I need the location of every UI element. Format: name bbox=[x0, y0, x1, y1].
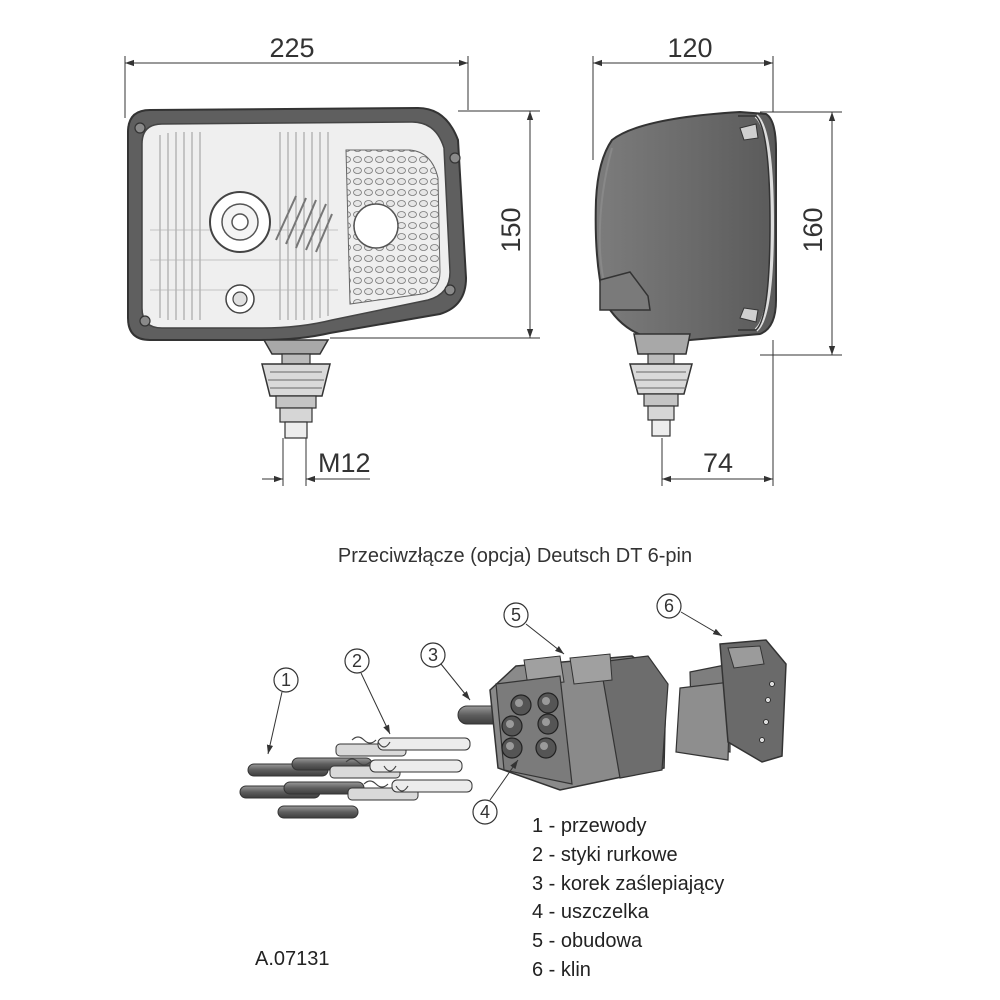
dimension-width-side: 120 bbox=[592, 33, 774, 160]
legend-item: 6 - klin bbox=[532, 958, 591, 981]
connector-title: Przeciwzłącze (opcja) Deutsch DT 6-pin bbox=[338, 545, 692, 567]
dimension-width-front: 225 bbox=[124, 33, 469, 118]
front-view-lamp bbox=[127, 106, 468, 439]
legend-item: 2 - styki rurkowe bbox=[532, 843, 678, 866]
callout-leaders bbox=[266, 611, 723, 801]
part-wedge bbox=[675, 639, 787, 763]
legend-item: 1 - przewody bbox=[532, 815, 647, 837]
callouts bbox=[273, 593, 682, 825]
legend-item: 5 - obudowa bbox=[532, 930, 643, 953]
side-view-lamp bbox=[594, 110, 777, 437]
part-housing bbox=[489, 653, 669, 791]
dimension-height-side: 160 bbox=[760, 111, 842, 356]
dimension-height-side-label: 160 bbox=[798, 207, 828, 252]
dimension-thread-label: M12 bbox=[318, 448, 371, 478]
dimension-thread: M12 bbox=[262, 438, 371, 486]
callout-2: 2 bbox=[352, 651, 362, 671]
callout-4: 4 bbox=[480, 802, 490, 822]
legend-item: 4 - uszczelka bbox=[532, 901, 649, 924]
dimension-depth-mount: 74 bbox=[661, 340, 774, 486]
parts-legend: 1 - przewody 2 - styki rurkowe 3 - korek… bbox=[532, 812, 724, 985]
part-contacts bbox=[329, 736, 473, 801]
callout-6: 6 bbox=[664, 596, 674, 616]
callout-3: 3 bbox=[428, 645, 438, 665]
callout-5: 5 bbox=[511, 605, 521, 625]
dimension-height-front: 150 bbox=[330, 110, 540, 339]
dimension-height-front-label: 150 bbox=[496, 207, 526, 252]
part-wires bbox=[239, 757, 373, 819]
dimension-width-side-label: 120 bbox=[667, 33, 712, 63]
dimension-width-front-label: 225 bbox=[269, 33, 314, 63]
callout-1: 1 bbox=[281, 670, 291, 690]
drawing-code: A.07131 bbox=[255, 948, 330, 970]
dimension-depth-mount-label: 74 bbox=[703, 448, 733, 478]
legend-item: 3 - korek zaślepiający bbox=[532, 872, 725, 895]
